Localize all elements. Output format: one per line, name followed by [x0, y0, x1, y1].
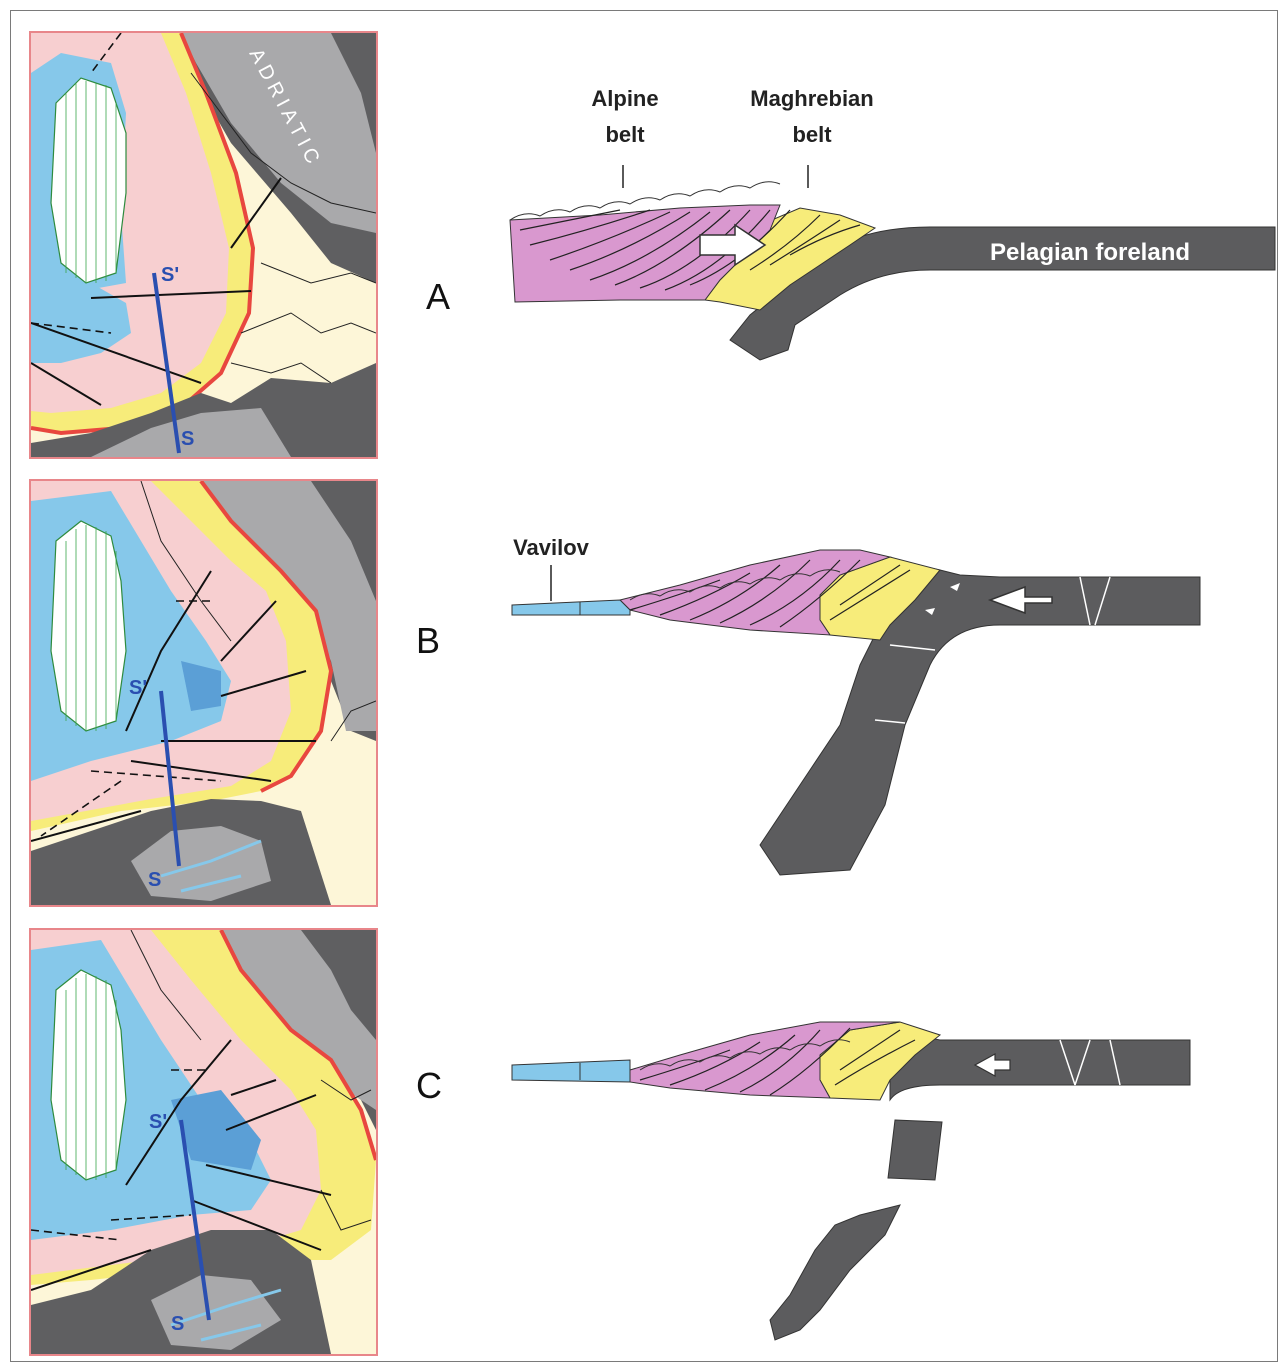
vavilov-label: Vavilov: [513, 535, 590, 560]
maghrebian-belt-label-line2: belt: [792, 122, 832, 147]
map-b-svg: S' S: [31, 481, 376, 905]
map-c-svg: S' S: [31, 930, 376, 1354]
map-c-section-start-label: S': [149, 1111, 167, 1133]
maghrebian-belt-label-line1: Maghrebian: [750, 86, 873, 111]
map-c-section-end-label: S: [171, 1313, 184, 1335]
cross-section-b-svg: Vavilov: [420, 525, 1280, 885]
cross-section-a: Alpine belt Maghrebian belt Pelagian for…: [420, 70, 1280, 370]
cross-section-a-svg: Alpine belt Maghrebian belt Pelagian for…: [420, 70, 1280, 370]
map-a-section-end-label: S: [181, 428, 194, 450]
map-panel-a: S' S ADRIATIC: [29, 31, 378, 459]
map-panel-b: S' S: [29, 479, 378, 907]
map-a-section-start-label: S': [161, 264, 179, 286]
map-a-svg: S' S ADRIATIC: [31, 33, 376, 457]
map-b-section-end-label: S: [148, 869, 161, 891]
cross-section-c-svg: [420, 1000, 1280, 1355]
map-panel-c: S' S: [29, 928, 378, 1356]
alpine-belt-label-line1: Alpine: [591, 86, 658, 111]
map-b-section-start-label: S': [129, 677, 147, 699]
cross-section-c: [420, 1000, 1280, 1355]
cross-section-b: Vavilov: [420, 525, 1280, 885]
alpine-belt-label-line2: belt: [605, 122, 645, 147]
pelagian-foreland-label: Pelagian foreland: [990, 239, 1190, 266]
